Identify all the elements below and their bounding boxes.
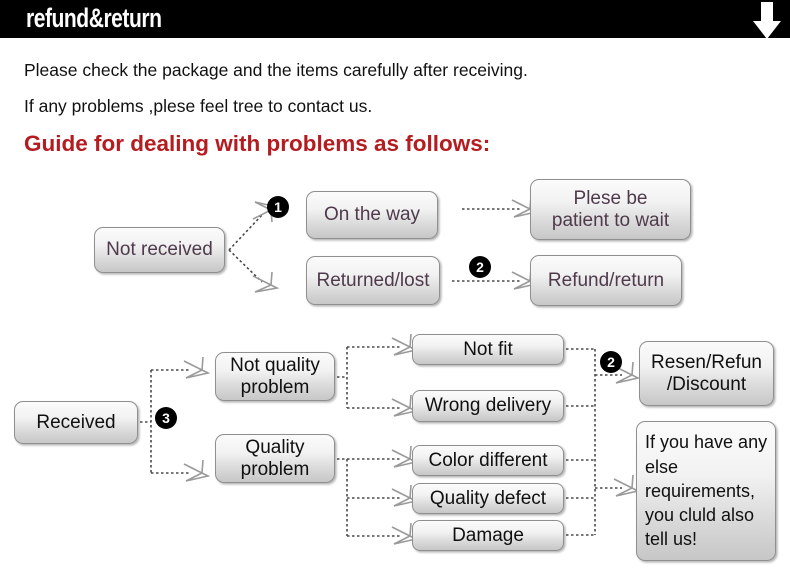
guide-heading: Guide for dealing with problems as follo… xyxy=(24,131,491,156)
box-on-the-way[interactable]: On the way xyxy=(306,191,438,239)
step-badge-2: 2 xyxy=(469,256,491,278)
box-not-quality-problem[interactable]: Not quality problem xyxy=(215,352,335,401)
box-damage[interactable]: Damage xyxy=(412,520,564,551)
box-not-received[interactable]: Not received xyxy=(94,227,225,273)
box-received[interactable]: Received xyxy=(14,401,138,444)
arrow-down-icon xyxy=(753,2,781,39)
box-quality-defect[interactable]: Quality defect xyxy=(412,483,564,514)
step-badge-1: 1 xyxy=(267,196,289,218)
box-wrong-delivery[interactable]: Wrong delivery xyxy=(412,390,564,422)
box-refund-return[interactable]: Refund/return xyxy=(530,255,682,306)
box-please-be-patient[interactable]: Plese be patient to wait xyxy=(530,179,691,240)
box-not-fit[interactable]: Not fit xyxy=(412,334,564,365)
box-any-else-requirements[interactable]: If you have any else requirements, you c… xyxy=(636,421,776,561)
box-resend-refund-discount[interactable]: Resen/Refun /Discount xyxy=(639,341,774,406)
intro-line-2: If any problems ,plese feel tree to cont… xyxy=(24,96,373,116)
box-quality-problem[interactable]: Quality problem xyxy=(215,434,335,483)
page-title: refund&return xyxy=(26,3,162,33)
box-color-different[interactable]: Color different xyxy=(412,445,564,476)
step-badge-2-lower: 2 xyxy=(600,351,622,373)
box-returned-lost[interactable]: Returned/lost xyxy=(306,256,440,305)
intro-line-1: Please check the package and the items c… xyxy=(24,60,528,80)
step-badge-3: 3 xyxy=(155,407,177,429)
header-bar: refund&return xyxy=(0,0,790,39)
